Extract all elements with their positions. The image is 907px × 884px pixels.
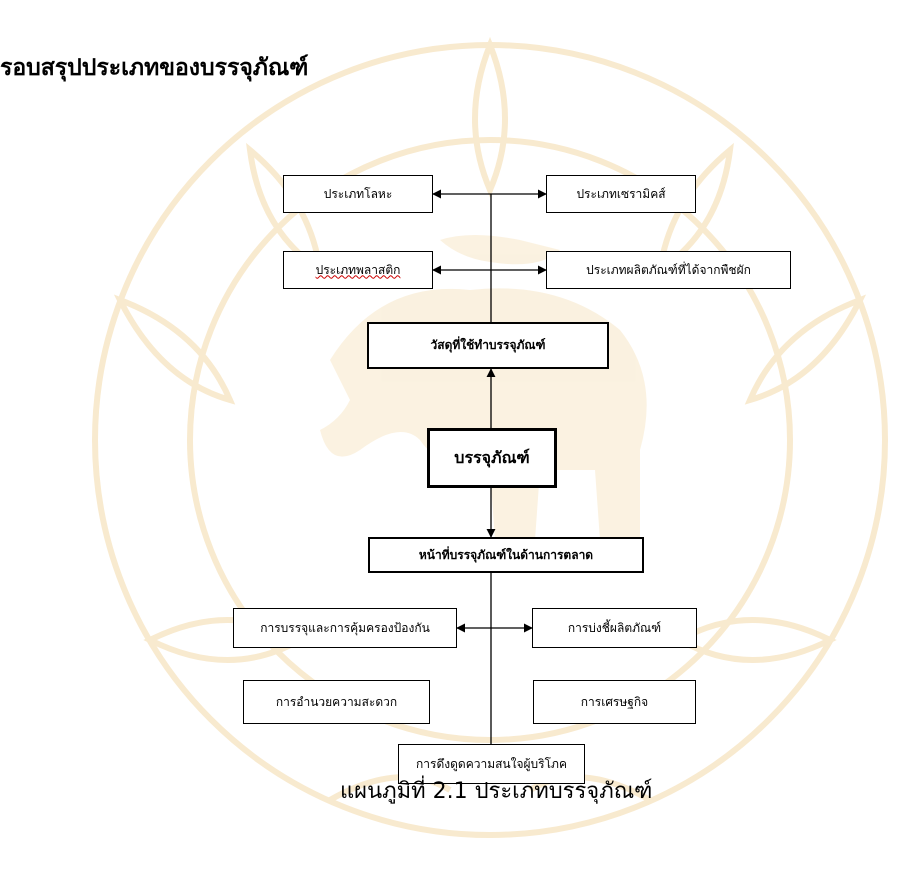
box-materials: วัสดุที่ใช้ทำบรรจุภัณฑ์ bbox=[367, 322, 609, 369]
box-marketing-roles: หน้าที่บรรจุภัณฑ์ในด้านการตลาด bbox=[368, 537, 644, 573]
box-identification: การบ่งชี้ผลิตภัณฑ์ bbox=[532, 608, 697, 648]
box-packaging: บรรจุภัณฑ์ bbox=[427, 428, 557, 488]
box-attraction: การดึงดูดความสนใจผู้บริโภค bbox=[398, 744, 585, 784]
box-metal: ประเภทโลหะ bbox=[283, 175, 433, 213]
box-plastic: ประเภทพลาสติก bbox=[283, 251, 433, 289]
box-convenience: การอำนวยความสะดวก bbox=[243, 680, 430, 724]
page-heading: รอบสรุปประเภทของบรรจุภัณฑ์ bbox=[0, 55, 309, 81]
box-ceramic: ประเภทเซรามิคส์ bbox=[546, 175, 696, 213]
figure-caption: แผนภูมิที่ 2.1 ประเภทบรรจุภัณฑ์ bbox=[340, 779, 653, 804]
box-economy: การเศรษฐกิจ bbox=[533, 680, 696, 724]
box-protection: การบรรจุและการคุ้มครองป้องกัน bbox=[233, 608, 457, 648]
box-plant-based: ประเภทผลิตภัณฑ์ที่ได้จากพืชผัก bbox=[546, 251, 791, 289]
